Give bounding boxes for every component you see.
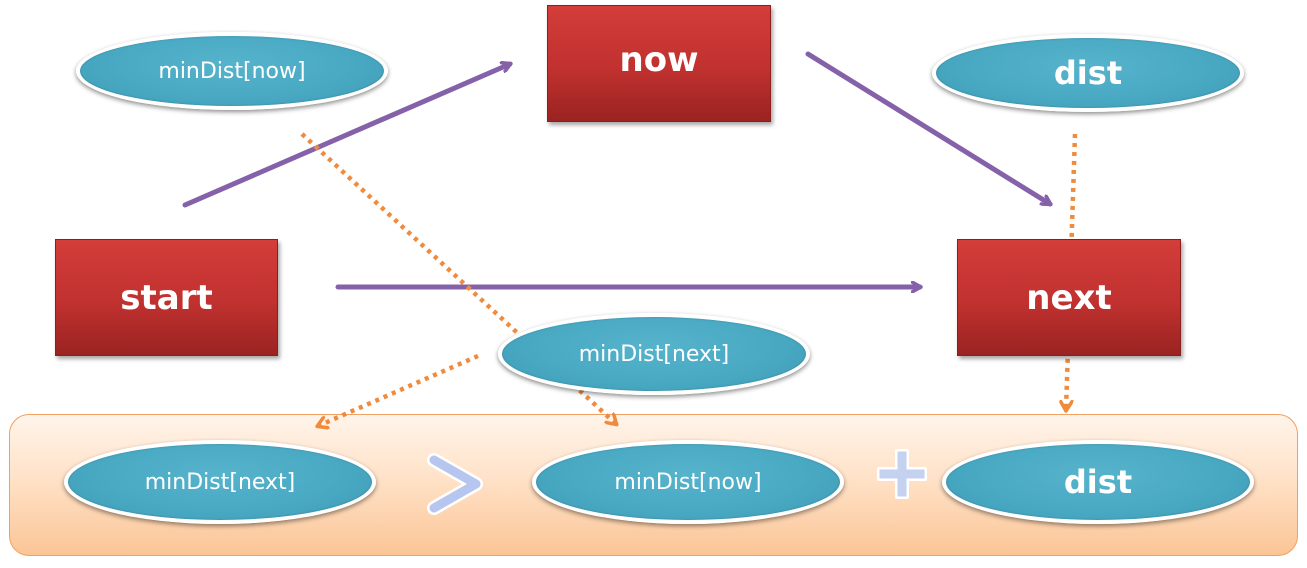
ellipse-min-dist-now-top-label: minDist[now] [158, 58, 306, 84]
ellipse-min-dist-next-mid-label: minDist[next] [578, 341, 730, 367]
ellipse-dist-top-label: dist [1053, 54, 1123, 92]
node-now: now [547, 5, 771, 122]
plus-icon [877, 449, 927, 499]
greater-than-icon [427, 453, 483, 515]
formula-min-dist-now-label: minDist[now] [614, 469, 762, 495]
node-next-label: next [1026, 277, 1112, 318]
ellipse-min-dist-now-top: minDist[now] [76, 32, 388, 110]
formula-dist-label: dist [1063, 463, 1133, 501]
arrow-start-to-now [182, 64, 510, 208]
node-start-label: start [120, 277, 213, 318]
arrow-now-to-next [805, 51, 1050, 207]
node-now-label: now [619, 39, 699, 80]
formula-min-dist-now: minDist[now] [532, 440, 844, 524]
ellipse-dist-top: dist [932, 34, 1244, 112]
dotted-arrow-min-dist-next-down [318, 353, 479, 426]
formula-min-dist-next-label: minDist[next] [144, 469, 296, 495]
node-next: next [957, 239, 1181, 356]
ellipse-min-dist-next-mid: minDist[next] [498, 313, 810, 395]
formula-dist: dist [942, 440, 1254, 524]
formula-min-dist-next: minDist[next] [64, 440, 376, 524]
node-start: start [55, 239, 278, 356]
